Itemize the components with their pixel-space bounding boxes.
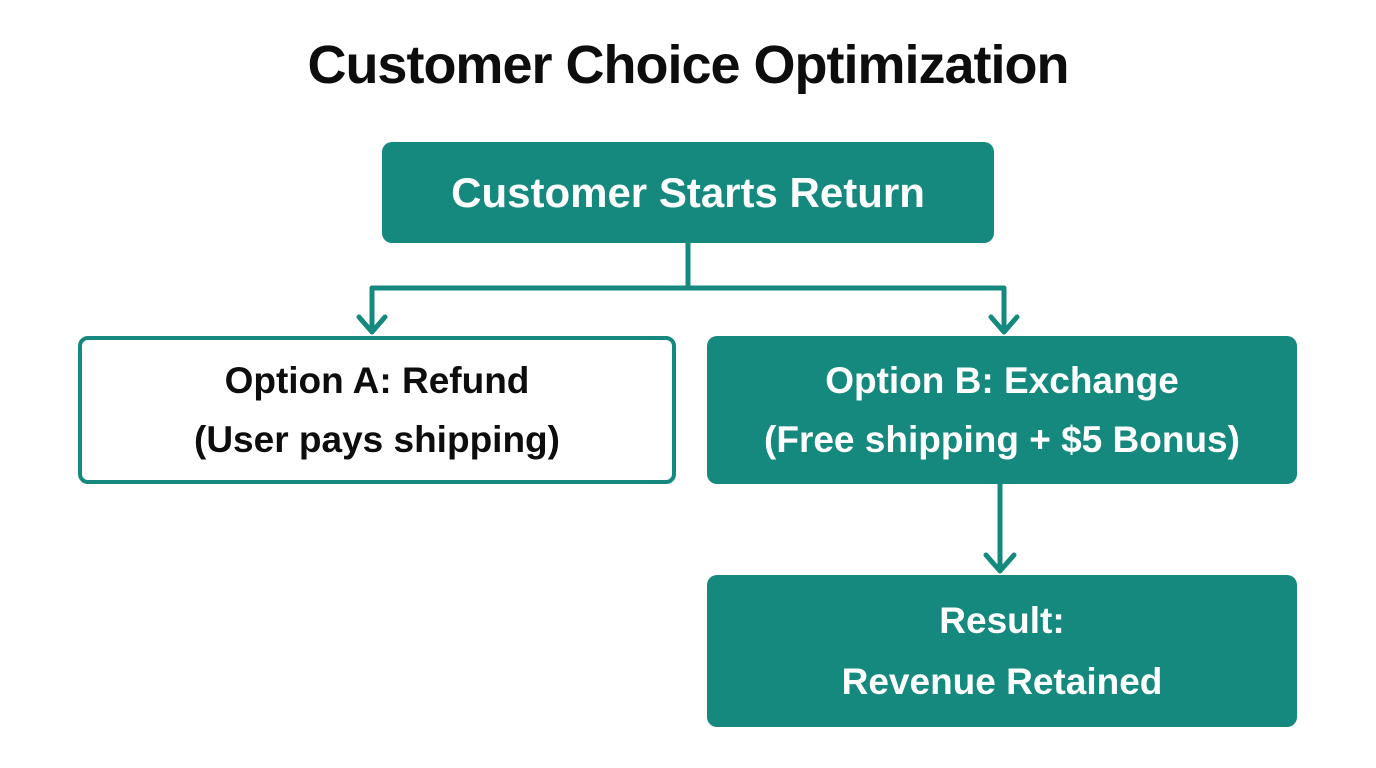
node-label-line2: Revenue Retained [841,661,1163,702]
node-result-revenue-retained: Result: Revenue Retained [707,575,1297,727]
page-title: Customer Choice Optimization [307,35,1069,95]
arrowhead-option-b [988,314,1020,335]
arrowhead-result [983,552,1017,574]
node-option-b-exchange: Option B: Exchange (Free shipping + $5 B… [707,336,1297,484]
node-label-line1: Option B: Exchange [825,359,1179,401]
node-label-line1: Option A: Refund [224,359,530,401]
arrowhead-option-a [356,314,388,335]
node-option-a-refund: Option A: Refund (User pays shipping) [78,336,676,484]
node-label: Customer Starts Return [451,168,925,216]
node-label-line2: (User pays shipping) [194,419,560,460]
node-label-line2: (Free shipping + $5 Bonus) [764,419,1240,460]
connector-branch-bar [369,285,1007,329]
node-label-line1: Result: [939,599,1065,641]
node-customer-starts-return: Customer Starts Return [382,142,994,243]
